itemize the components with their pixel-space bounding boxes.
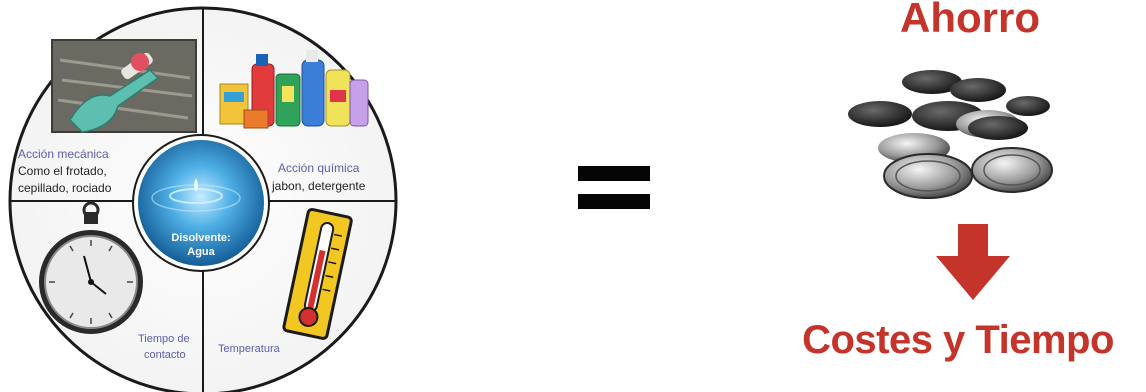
quadrant-3-title: Tiempo de: [138, 333, 190, 345]
center-label-1: Disolvente:: [171, 232, 230, 244]
result-subtitle: Costes y Tiempo: [770, 318, 1146, 363]
quadrant-1-line-2: cepillado, rociado: [18, 181, 112, 195]
cycle-diagram: Acción mecánica Como el frotado, cepilla…: [0, 0, 420, 392]
quadrant-1-title: Acción mecánica: [18, 147, 109, 161]
arrow-down-icon: [936, 224, 1010, 300]
quadrant-4-title: Temperatura: [218, 343, 281, 355]
quadrant-1-line-1: Como el frotado,: [18, 164, 107, 178]
result-title: Ahorro: [890, 0, 1050, 42]
equals-bar-bottom: [578, 194, 650, 209]
quadrant-2-title: Acción química: [278, 161, 360, 175]
coins-icon: [828, 40, 1058, 230]
equals-bar-top: [578, 166, 650, 181]
quadrant-3-line-1: contacto: [144, 349, 186, 361]
center-label-2: Agua: [187, 246, 215, 258]
brush-icon: [52, 40, 196, 132]
quadrant-2-line-1: jabon, detergente: [271, 179, 366, 193]
